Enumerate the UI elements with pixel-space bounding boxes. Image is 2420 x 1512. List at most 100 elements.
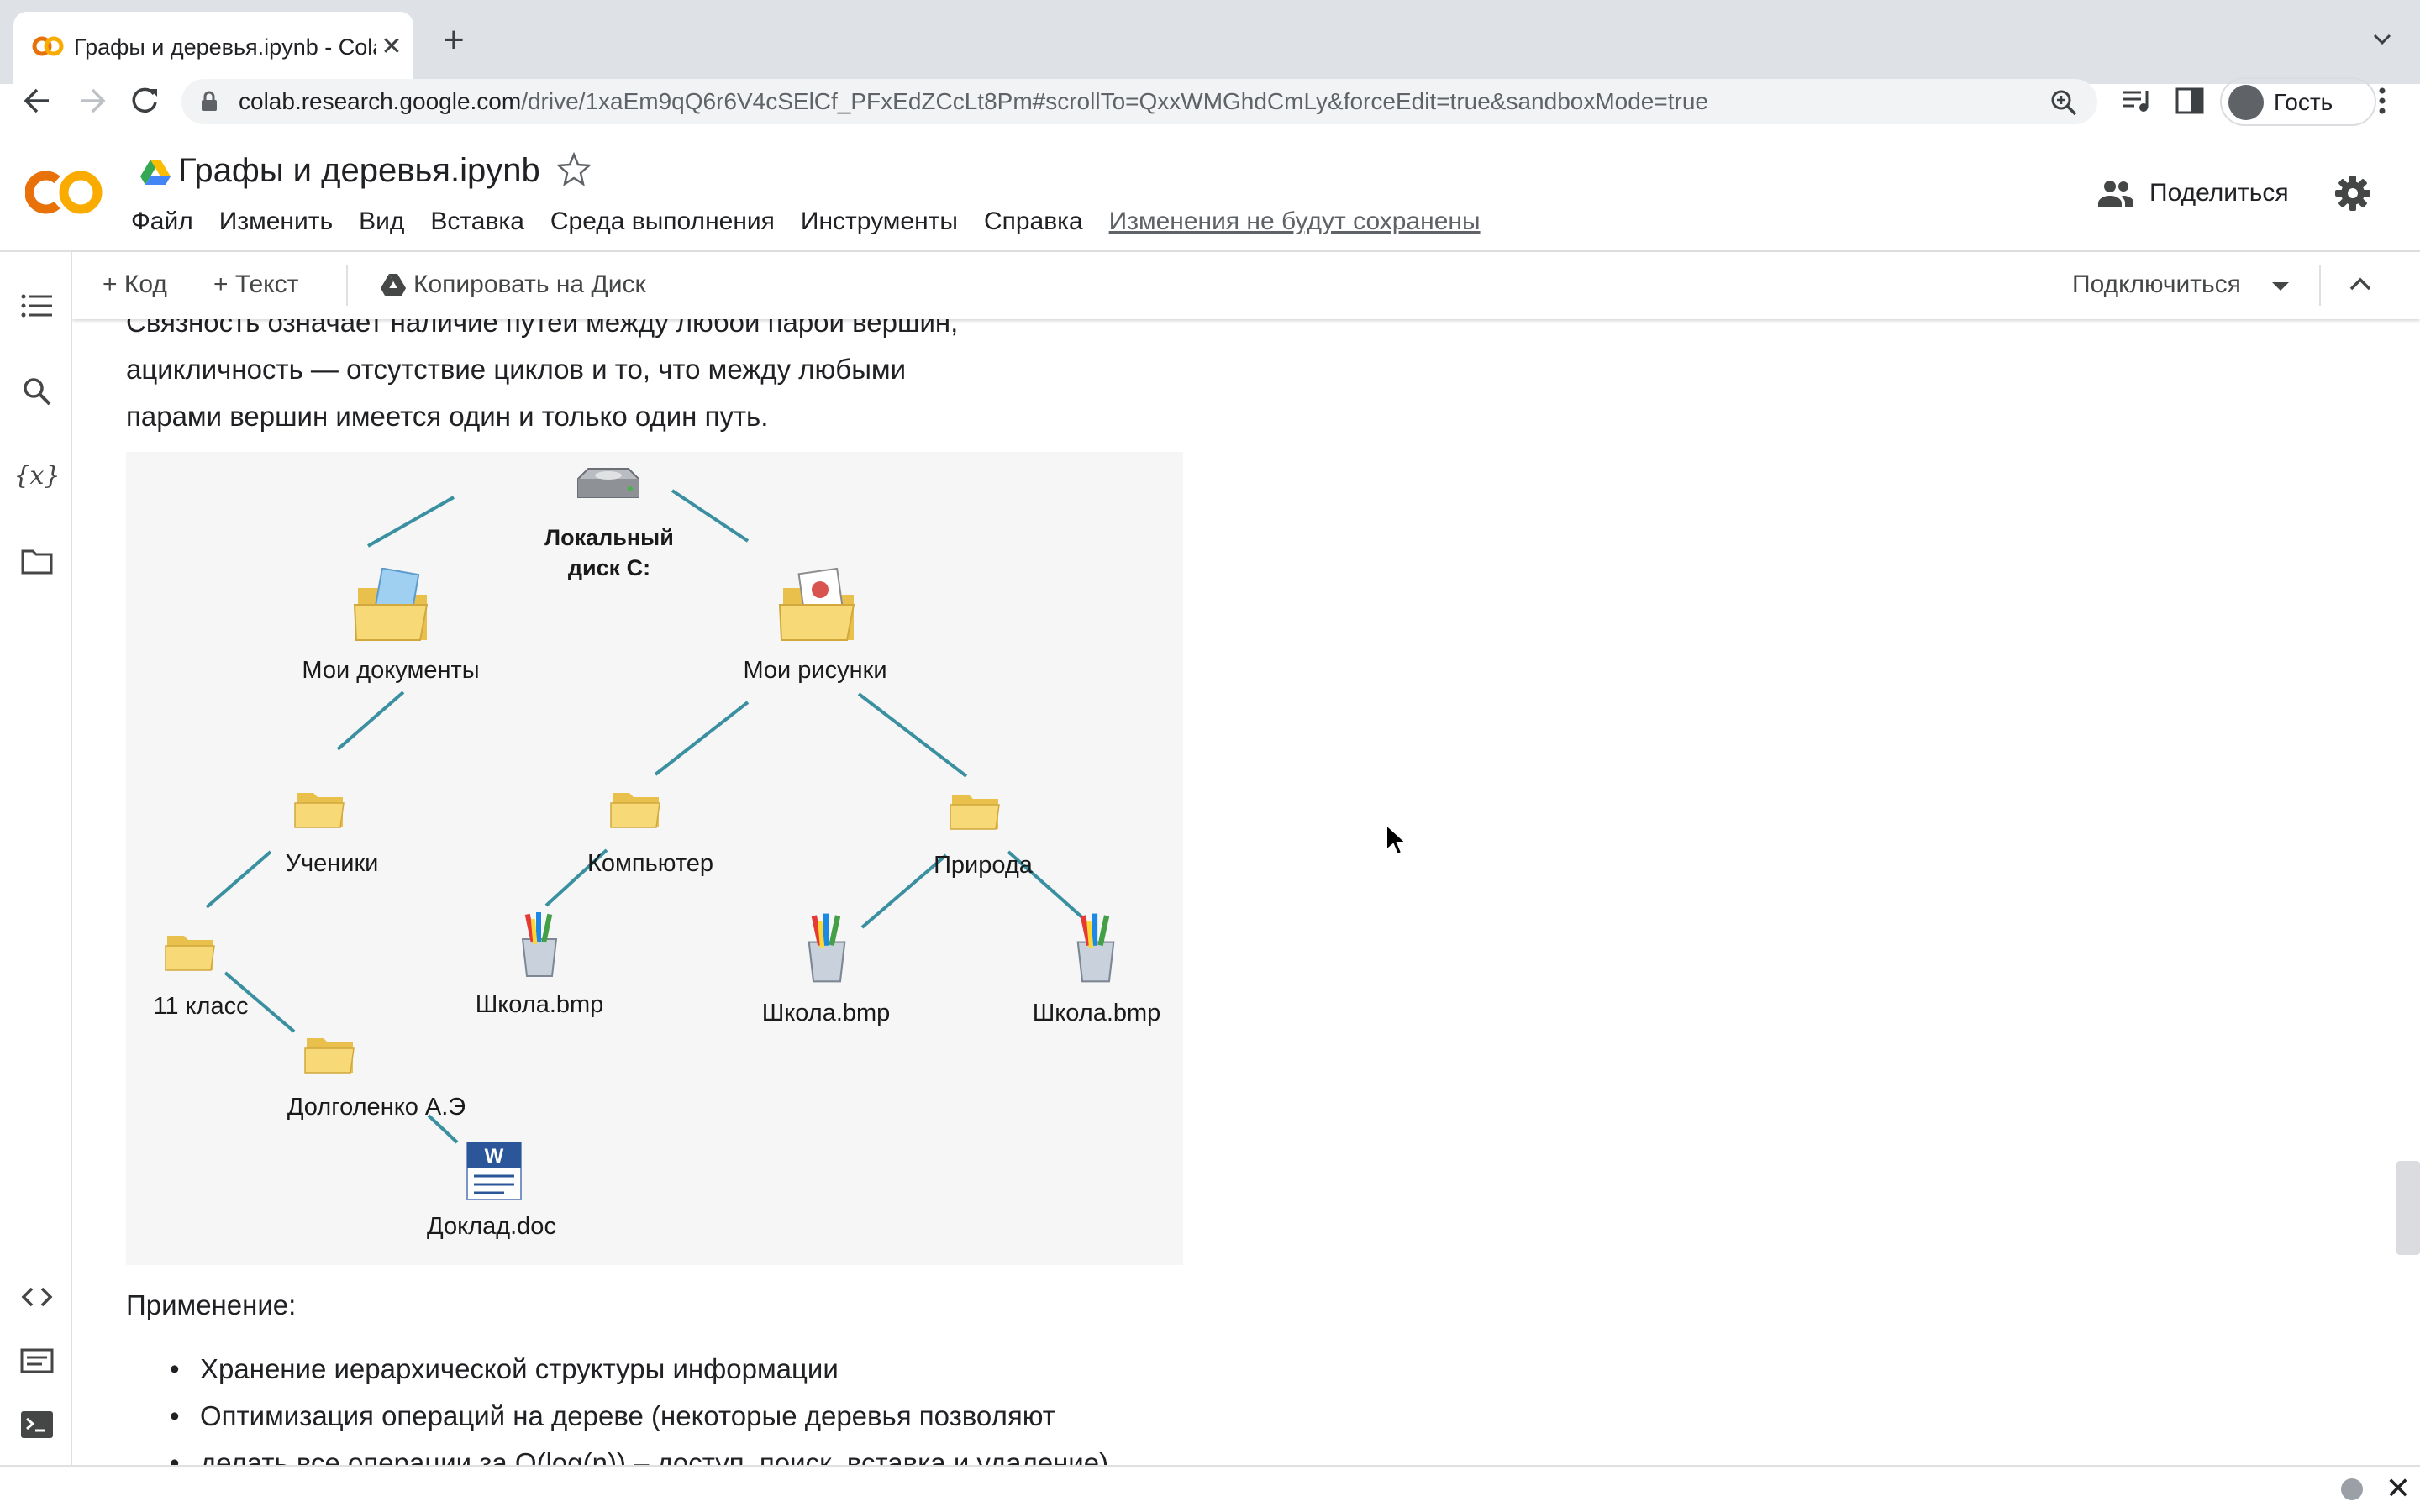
browser-tab[interactable]: Графы и деревья.ipynb - Cola ✕ (13, 12, 413, 84)
reload-icon[interactable] (126, 82, 163, 119)
connect-dropdown-icon[interactable] (2269, 276, 2292, 296)
text-line: Связность означает наличие путей между л… (126, 319, 959, 338)
node-label-my-pictures: Мои рисунки (743, 657, 887, 684)
hard-disk-icon (577, 468, 639, 498)
table-of-contents-icon[interactable] (18, 287, 55, 324)
bmp-file-icon (1076, 913, 1115, 983)
browser-menu-icon[interactable] (2370, 82, 2395, 119)
unsaved-changes-link[interactable]: Изменения не будут сохранены (1108, 207, 1481, 235)
lock-icon[interactable] (198, 91, 220, 113)
search-icon[interactable] (18, 373, 55, 410)
mouse-cursor-icon (1386, 823, 1408, 856)
menu-help[interactable]: Справка (983, 207, 1083, 235)
tree-edge (336, 690, 405, 751)
avatar-icon (2228, 85, 2264, 120)
tree-edge (1007, 850, 1086, 921)
close-status-icon[interactable]: ✕ (2385, 1471, 2412, 1505)
code-snippets-icon[interactable] (18, 1278, 55, 1315)
zoom-icon[interactable] (2049, 87, 2079, 118)
side-panel-icon[interactable] (2171, 82, 2208, 119)
node-label-school-bmp: Школа.bmp (1032, 1000, 1161, 1026)
menu-edit[interactable]: Изменить (218, 207, 334, 235)
menu-tools[interactable]: Инструменты (800, 207, 958, 235)
profile-name: Гость (2274, 89, 2333, 115)
forward-icon[interactable] (72, 82, 113, 119)
node-label-my-documents: Мои документы (302, 657, 480, 684)
collapse-header-icon[interactable] (2346, 270, 2375, 299)
command-palette-icon[interactable] (18, 1342, 55, 1379)
share-label: Поделиться (2149, 179, 2289, 207)
url-host: colab.research.google.com (239, 88, 522, 114)
back-icon[interactable] (17, 82, 57, 119)
add-text-button[interactable]: + Текст (213, 270, 299, 298)
menu-runtime[interactable]: Среда выполнения (550, 207, 775, 235)
node-label-school-bmp: Школа.bmp (475, 991, 604, 1018)
class-folder-icon (165, 936, 215, 971)
menu-view[interactable]: Вид (359, 207, 405, 235)
google-drive-icon (140, 160, 171, 185)
variables-icon[interactable]: {𝑥} (13, 460, 60, 491)
bmp-file-icon (808, 913, 846, 983)
tree-edge (860, 853, 948, 929)
vertical-scrollbar-thumb[interactable] (2396, 1161, 2420, 1255)
node-label-nature: Природа (934, 852, 1033, 879)
tree-edge (367, 496, 455, 548)
computer-folder-icon (610, 793, 660, 828)
my-pictures-folder-icon (778, 568, 855, 641)
word-document-icon: W (466, 1142, 522, 1200)
new-tab-icon[interactable]: + (443, 19, 465, 60)
tree-edge (544, 848, 608, 907)
person-folder-icon (304, 1038, 355, 1074)
tab-title: Графы и деревья.ipynb - Cola (74, 34, 376, 60)
tab-search-chevron-icon[interactable] (2368, 25, 2396, 54)
tree-edge (654, 701, 750, 776)
node-label-computer: Компьютер (587, 850, 714, 877)
tree-edge (205, 850, 272, 909)
media-control-icon[interactable] (2118, 82, 2154, 119)
colab-logo-icon[interactable] (25, 165, 106, 220)
menu-insert[interactable]: Вставка (430, 207, 524, 235)
node-label-dolgolenko: Долголенко А.Э (287, 1094, 466, 1121)
profile-button[interactable]: Гость (2220, 77, 2376, 126)
star-icon[interactable] (556, 151, 592, 186)
menu-file[interactable]: Файл (131, 207, 193, 235)
browser-tab-strip: Графы и деревья.ipynb - Cola ✕ + (0, 0, 2420, 84)
application-heading: Применение: (126, 1289, 297, 1320)
url-path: /drive/1xaEm9qQ6r6V4cSElCf_PFxEdZCcLt8Pm… (521, 88, 1708, 114)
tree-edge (224, 971, 296, 1033)
tab-close-icon[interactable]: ✕ (381, 33, 402, 60)
connect-button[interactable]: Подключиться (2072, 270, 2241, 298)
drive-copy-icon (381, 274, 406, 296)
tree-edge (671, 489, 750, 543)
node-label-root: диск С: (567, 555, 651, 580)
students-folder-icon (294, 793, 345, 828)
share-button[interactable]: Поделиться (2097, 170, 2289, 217)
files-folder-icon[interactable] (18, 543, 55, 580)
notebook-toolbar: + Код + Текст Копировать на Диск Подключ… (72, 252, 2420, 319)
left-sidebar: {𝑥} (0, 252, 72, 1465)
text-line: парами вершин имеется один и только один… (126, 401, 769, 432)
node-label-students: Ученики (285, 850, 379, 877)
toolbar-divider (2319, 265, 2321, 306)
address-bar[interactable]: colab.research.google.com/drive/1xaEm9qQ… (182, 79, 2097, 124)
add-code-button[interactable]: + Код (103, 270, 167, 298)
url-text[interactable]: colab.research.google.com/drive/1xaEm9qQ… (239, 86, 1708, 118)
toolbar-divider (346, 265, 348, 306)
list-item: Хранение иерархической структуры информа… (126, 1346, 1108, 1393)
copy-to-drive-button[interactable]: Копировать на Диск (413, 270, 646, 298)
node-label-school-bmp: Школа.bmp (761, 1000, 891, 1026)
tree-edge (857, 692, 968, 778)
notebook-content: Связность означает наличие путей между л… (72, 319, 2393, 1465)
menu-bar: Файл Изменить Вид Вставка Среда выполнен… (131, 203, 1507, 240)
file-tree-diagram: Локальный диск С: Мои документы Мои рису… (126, 452, 1183, 1265)
svg-text:W: W (485, 1145, 504, 1168)
bmp-file-icon (521, 912, 558, 977)
node-label-class11: 11 класс (153, 993, 249, 1020)
my-documents-folder-icon (353, 568, 429, 641)
text-line: ацикличность — отсутствие циклов и то, ч… (126, 354, 907, 385)
notebook-title[interactable]: Графы и деревья.ipynb (178, 152, 540, 189)
node-label-report-doc: Доклад.doc (427, 1213, 556, 1240)
settings-gear-icon[interactable] (2333, 173, 2373, 213)
tree-edge (427, 1114, 459, 1144)
terminal-icon[interactable] (18, 1406, 55, 1443)
